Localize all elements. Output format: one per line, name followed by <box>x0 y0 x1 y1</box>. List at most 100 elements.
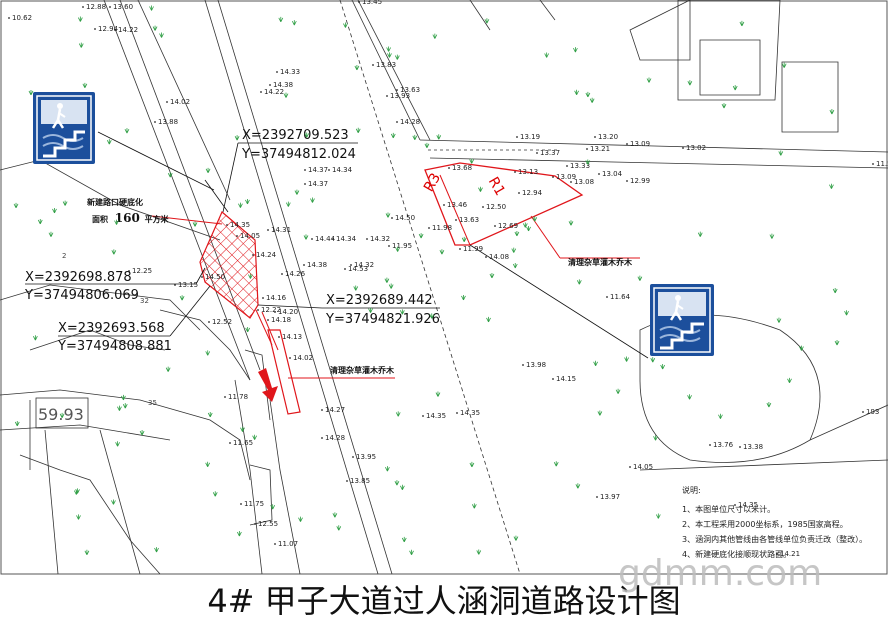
vegetation-mark <box>687 394 692 400</box>
elevation-label: 14.20 <box>278 308 298 316</box>
elevation-label: 13.93 <box>390 92 410 100</box>
vegetation-mark <box>769 233 775 239</box>
elevation-label: 11.75 <box>244 500 264 508</box>
vegetation-mark <box>115 441 120 447</box>
elevation-dot <box>281 273 283 275</box>
elevation-dot <box>166 101 168 103</box>
elevation-dot <box>254 523 256 525</box>
vegetation-mark <box>439 249 445 255</box>
elevation-dot <box>346 480 348 482</box>
vegetation-mark <box>52 207 57 214</box>
note-item-4: 4、新建硬底化接顺现状路面。 <box>682 549 791 559</box>
vegetation-mark <box>412 134 418 140</box>
elevation-label: 14.13 <box>282 333 302 341</box>
elevation-dot <box>386 95 388 97</box>
vegetation-mark <box>78 42 84 48</box>
vegetation-mark <box>395 246 400 252</box>
vegetation-mark <box>205 350 211 356</box>
elevation-label: 14.32 <box>354 261 374 269</box>
vegetation-mark <box>660 364 666 370</box>
elevation-dot <box>208 321 210 323</box>
sidewalk-strip <box>267 329 301 415</box>
vegetation-mark <box>74 489 79 495</box>
elevation-label: 14.26 <box>285 270 306 278</box>
elevation-dot <box>598 173 600 175</box>
elevation-dot <box>594 136 596 138</box>
elevation-label: 13.02 <box>686 144 706 152</box>
notes-header: 说明: <box>682 485 701 495</box>
elevation-dot <box>128 270 130 272</box>
vegetation-mark <box>489 272 495 279</box>
vegetation-mark <box>778 150 784 156</box>
elevation-label: 13.09 <box>630 140 650 148</box>
vegetation-mark <box>461 294 466 301</box>
vegetation-mark <box>544 52 550 58</box>
elevation-label: 14.37 <box>308 180 328 188</box>
elevation-dot <box>321 409 323 411</box>
watermark: gdmm.com <box>618 553 822 594</box>
elevation-label: 14.33 <box>280 68 300 76</box>
vegetation-mark <box>139 430 145 436</box>
elevation-label: 11.07 <box>278 540 298 548</box>
hardening-area-hatch <box>199 211 259 319</box>
elevation-dot <box>522 364 524 366</box>
vegetation-mark <box>469 158 475 164</box>
radius-label-r3: R3 <box>421 171 444 195</box>
elevation-dot <box>344 268 346 270</box>
vegetation-mark <box>424 142 430 149</box>
vegetation-mark <box>167 172 173 178</box>
coord-1-x: X=2392709.523 <box>242 128 349 143</box>
vegetation-mark <box>844 310 849 316</box>
elevation-label: 10.62 <box>12 14 32 22</box>
vegetation-mark <box>285 201 291 207</box>
underpass-sign-icon <box>33 92 95 164</box>
note-item-2: 2、本工程采用2000坐标系，1985国家高程。 <box>682 519 848 529</box>
drawing-frame <box>0 0 888 575</box>
vegetation-mark <box>234 135 240 141</box>
elevation-label: 14.15 <box>556 375 576 383</box>
elevation-dot <box>536 152 538 154</box>
vegetation-mark <box>37 218 43 225</box>
radius-label-r1: R1 <box>485 174 508 198</box>
elevation-dot <box>260 91 262 93</box>
elevation-dot <box>366 238 368 240</box>
elevation-label: 14.28 <box>400 118 420 126</box>
elevation-dot <box>448 167 450 169</box>
vegetation-mark <box>343 22 348 28</box>
elevation-label: 14.44 <box>315 235 336 243</box>
elevation-dot <box>396 89 398 91</box>
vegetation-mark <box>697 231 703 237</box>
elevation-label: 13.88 <box>158 118 178 126</box>
elevation-label: 13.19 <box>520 133 540 141</box>
vegetation-mark <box>14 420 20 427</box>
elevation-dot <box>570 181 572 183</box>
vegetation-mark <box>385 466 390 472</box>
elevation-label: 12.25 <box>132 267 152 275</box>
elevation-label: 13.76 <box>713 441 734 449</box>
elevation-label: 13.21 <box>590 145 610 153</box>
vegetation-mark <box>653 435 658 441</box>
vegetation-mark <box>368 307 373 313</box>
vegetation-mark <box>304 132 310 138</box>
elevation-dot <box>236 235 238 237</box>
vegetation-mark <box>471 503 477 509</box>
elevation-label: 13.46 <box>447 201 468 209</box>
vegetation-mark <box>111 249 117 255</box>
elevation-label: 11.5 <box>876 160 888 168</box>
elevation-dot <box>224 396 226 398</box>
elevation-label: 14.16 <box>266 294 287 302</box>
vegetation-mark <box>106 139 112 145</box>
vegetation-mark <box>776 317 782 323</box>
elevation-label: 13.13 <box>518 168 538 176</box>
elevation-dot <box>514 171 516 173</box>
vegetation-mark <box>526 225 531 232</box>
elevation-dot <box>629 466 631 468</box>
vegetation-mark <box>387 52 392 58</box>
vegetation-mark <box>435 391 441 397</box>
elevation-label: 14.50 <box>395 214 415 222</box>
elevation-dot <box>274 311 276 313</box>
vegetation-mark <box>114 219 119 225</box>
elevation-dot <box>518 192 520 194</box>
vegetation-mark <box>237 531 242 537</box>
vegetation-mark <box>585 159 591 165</box>
